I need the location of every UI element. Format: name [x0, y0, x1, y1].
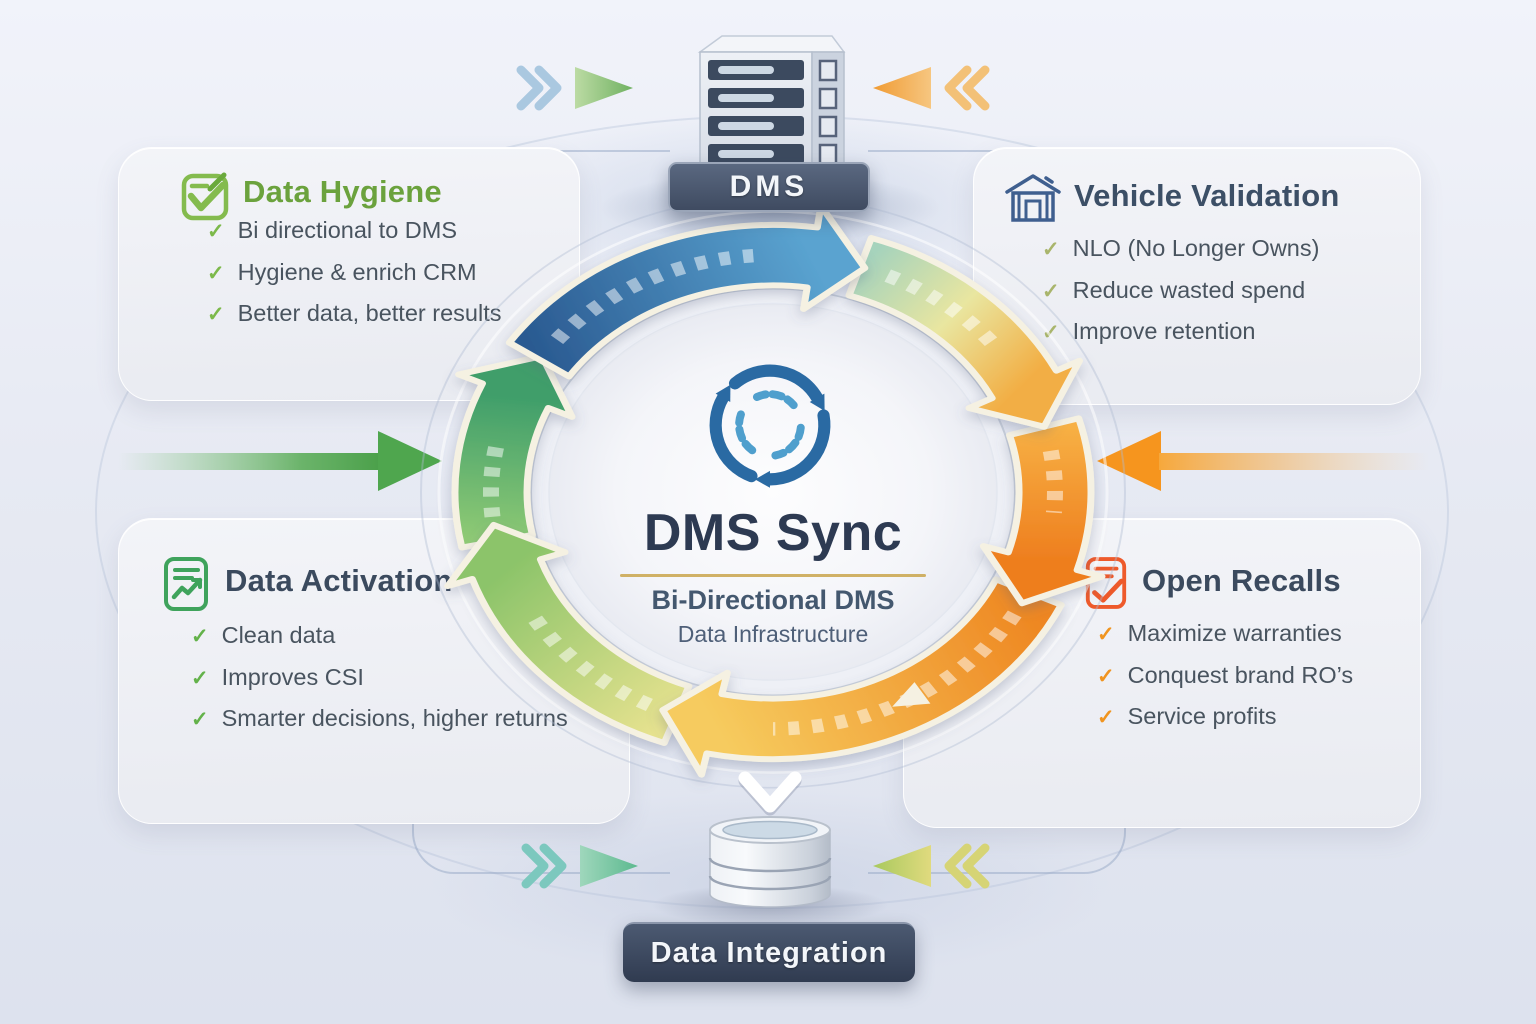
list-item: ✓ Clean data [191, 615, 568, 657]
check-icon: ✓ [191, 666, 209, 690]
item-text: Better data, better results [237, 300, 502, 327]
card-title: Open Recalls [1142, 563, 1341, 598]
check-icon: ✓ [1097, 706, 1115, 730]
dms-label: DMS [729, 170, 809, 203]
server-icon [697, 35, 846, 175]
check-icon: ✓ [1042, 279, 1060, 303]
check-icon: ✓ [1097, 664, 1115, 688]
chevrons-bottom-right-icon [873, 843, 990, 889]
card-vehicle-validation: Vehicle Validation ✓ NLO (No Longer Owns)… [973, 147, 1421, 405]
card-item-list: ✓ Bi directional to DMS ✓ Hygiene & enrich… [207, 210, 501, 335]
list-item: ✓ Conquest brand RO’s [1097, 655, 1353, 697]
item-text: Smarter decisions, higher returns [221, 705, 568, 732]
list-item: ✓ Service profits [1097, 696, 1353, 738]
item-text: Improve retention [1072, 318, 1256, 345]
database-icon [708, 816, 832, 908]
chevrons-bottom-left-icon [521, 843, 638, 889]
house-icon [1002, 170, 1064, 226]
data-integration-label-plate: Data Integration [623, 922, 915, 982]
check-icon: ✓ [1097, 623, 1115, 647]
data-integration-label: Data Integration [650, 936, 888, 969]
item-text: NLO (No Longer Owns) [1072, 235, 1320, 262]
center-subtitle-2: Data Infrastructure [677, 621, 869, 647]
chevrons-top-left-icon [516, 65, 633, 111]
down-arrow-icon [738, 771, 802, 816]
orange-inbound-arrow [1097, 431, 1429, 491]
document-chart-icon [161, 555, 211, 613]
item-text: Service profits [1127, 703, 1277, 730]
list-item: ✓ Reduce wasted spend [1042, 270, 1319, 312]
list-item: ✓ Smarter decisions, higher returns [191, 698, 568, 740]
list-item: ✓ Hygiene & enrich CRM [207, 252, 501, 294]
cycle-segment-top-right-teal [845, 235, 1083, 430]
check-icon: ✓ [207, 261, 225, 285]
list-item: ✓ Bi directional to DMS [207, 210, 501, 252]
card-title: Data Hygiene [243, 174, 442, 209]
card-item-list: ✓ Clean data ✓ Improves CSI ✓ Smarter decis… [191, 615, 568, 740]
check-icon: ✓ [1042, 238, 1060, 262]
tri-sync-arrows-icon [709, 350, 845, 500]
checkbox-pen-icon [177, 166, 235, 224]
check-icon: ✓ [1042, 321, 1060, 345]
item-text: Clean data [221, 622, 336, 649]
item-text: Hygiene & enrich CRM [237, 258, 477, 285]
cycle-segment-bottom-orange [659, 576, 1065, 778]
card-item-list: ✓ NLO (No Longer Owns) ✓ Reduce wasted spe… [1042, 228, 1319, 353]
card-item-list: ✓ Maximize warranties ✓ Conquest brand RO’… [1097, 613, 1353, 738]
center-title: DMS Sync [643, 504, 903, 562]
gold-divider [620, 574, 926, 577]
chevrons-top-right-icon [873, 65, 990, 111]
item-text: Bi directional to DMS [237, 217, 458, 244]
item-text: Improves CSI [221, 663, 364, 690]
list-item: ✓ Better data, better results [207, 293, 501, 335]
list-item: ✓ Improve retention [1042, 311, 1319, 353]
item-text: Conquest brand RO’s [1127, 661, 1354, 688]
center-subtitle-1: Bi-Directional DMS [651, 585, 895, 615]
check-icon: ✓ [191, 625, 209, 649]
inline-arrow-glyph [892, 682, 931, 707]
list-item: ✓ Maximize warranties [1097, 613, 1353, 655]
list-item: ✓ NLO (No Longer Owns) [1042, 228, 1319, 270]
dms-label-plate: DMS [668, 162, 870, 212]
item-text: Reduce wasted spend [1072, 276, 1306, 303]
check-icon: ✓ [191, 708, 209, 732]
check-icon: ✓ [207, 303, 225, 327]
cycle-segment-right-orange [979, 415, 1106, 607]
card-data-hygiene: Data Hygiene ✓ Bi directional to DMS ✓ Hyg… [118, 147, 580, 401]
cycle-segment-top-blue [505, 202, 869, 380]
card-title: Vehicle Validation [1074, 178, 1340, 213]
card-title: Data Activation [225, 563, 453, 598]
green-inbound-arrow [118, 431, 442, 491]
check-icon: ✓ [207, 220, 225, 244]
list-item: ✓ Improves CSI [191, 657, 568, 699]
item-text: Maximize warranties [1127, 620, 1342, 647]
